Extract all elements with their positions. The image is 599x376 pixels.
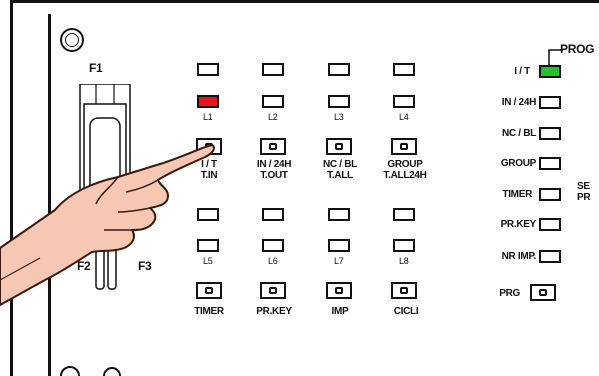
key-imp[interactable] — [326, 282, 352, 299]
led-l2 — [262, 95, 284, 108]
key-cicli[interactable] — [391, 282, 417, 299]
led-top-1 — [197, 63, 219, 76]
led-prog-it — [539, 65, 561, 78]
led-top-2 — [262, 63, 284, 76]
fuse-label-f2: F2 — [77, 259, 91, 273]
led-label-l3: L3 — [334, 112, 344, 122]
prog-label-group: GROUP — [500, 158, 536, 169]
key-label-timer: TIMER — [194, 306, 224, 317]
led-mid-3 — [328, 208, 350, 221]
led-l7 — [328, 239, 350, 252]
key-label-cicli: CICLI — [393, 306, 419, 317]
prog-title: PROG — [560, 42, 595, 56]
led-label-l5: L5 — [203, 256, 213, 266]
led-mid-4 — [393, 208, 415, 221]
fuse-label-f3: F3 — [138, 259, 152, 273]
prog-label-it: I / T — [514, 66, 530, 77]
led-mid-2 — [262, 208, 284, 221]
led-prog-prkey — [539, 218, 561, 231]
led-label-l2: L2 — [268, 112, 278, 122]
led-prog-group — [539, 157, 561, 170]
key-prg[interactable] — [530, 284, 556, 301]
key-label-imp: IMP — [331, 306, 349, 317]
prog-label-prg: PRG — [499, 288, 520, 299]
prog-label-prkey: PR.KEY — [500, 219, 537, 230]
panel-frame — [10, 0, 599, 376]
led-label-l4: L4 — [399, 112, 409, 122]
key-in24h-tout[interactable] — [260, 138, 286, 155]
led-mid-1 — [197, 208, 219, 221]
led-top-4 — [393, 63, 415, 76]
led-l5 — [197, 239, 219, 252]
led-l3 — [328, 95, 350, 108]
key-ncbl-tall[interactable] — [326, 138, 352, 155]
prog-bracket — [548, 49, 563, 68]
led-label-l1: L1 — [203, 112, 213, 122]
led-label-l6: L6 — [268, 256, 278, 266]
led-prog-nrimp — [539, 250, 561, 263]
prog-label-nrimp: NR IMP. — [501, 251, 537, 262]
key-prkey[interactable] — [260, 282, 286, 299]
led-l4 — [393, 95, 415, 108]
led-prog-timer — [539, 188, 561, 201]
knob-icon — [60, 28, 84, 52]
panel-divider — [48, 14, 51, 376]
key-group-tall24h[interactable] — [391, 138, 417, 155]
prog-label-ncbl: NC / BL — [501, 128, 536, 139]
key-label-prkey: PR.KEY — [256, 306, 292, 317]
led-l1 — [197, 95, 219, 108]
led-prog-ncbl — [539, 127, 561, 140]
pointing-hand-icon — [0, 144, 215, 306]
led-top-3 — [328, 63, 350, 76]
bottom-partial-icon — [60, 366, 121, 376]
prog-label-in24h: IN / 24H — [501, 97, 537, 108]
led-prog-in24h — [539, 96, 561, 109]
prog-label-timer: TIMER — [502, 189, 532, 200]
key-timer[interactable] — [196, 282, 222, 299]
led-label-l8: L8 — [399, 256, 409, 266]
fuse-label-f1: F1 — [89, 61, 103, 75]
led-label-l7: L7 — [334, 256, 344, 266]
led-l6 — [262, 239, 284, 252]
led-l8 — [393, 239, 415, 252]
